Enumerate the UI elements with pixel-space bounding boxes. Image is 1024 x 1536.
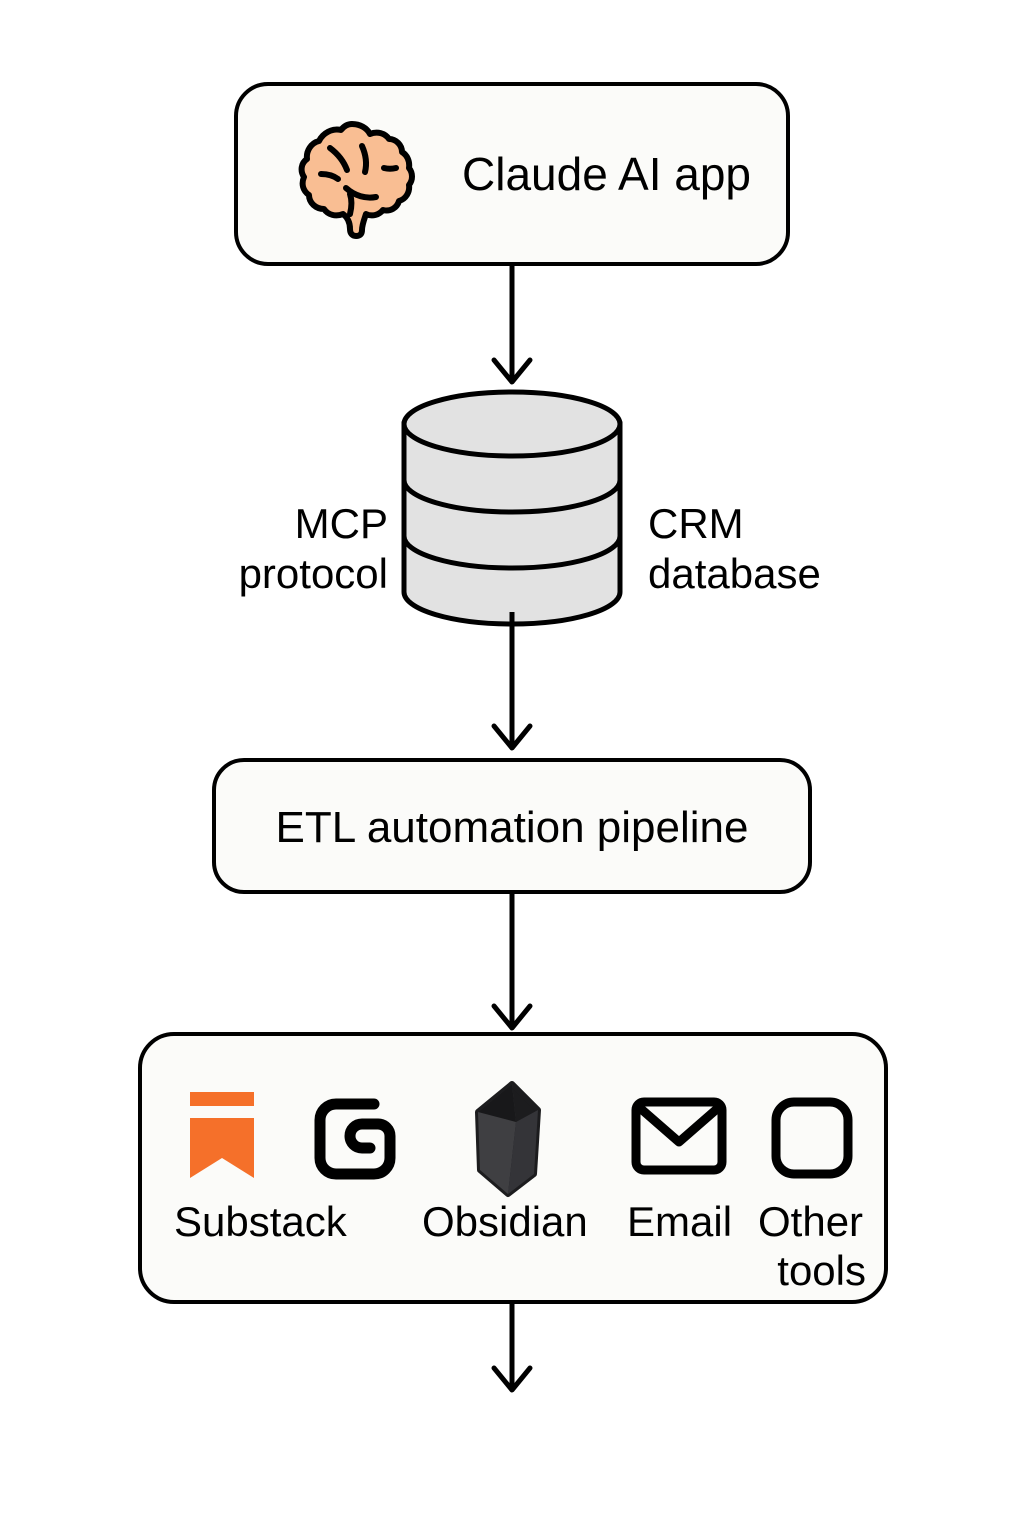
- email-envelope-icon[interactable]: [631, 1097, 727, 1175]
- tool-label-email: Email: [627, 1198, 732, 1245]
- claude-node-label: Claude AI app: [462, 148, 751, 200]
- arrow-claude-to-database: [491, 264, 533, 385]
- arrow-etl-to-tools: [491, 892, 533, 1031]
- etl-node-label: ETL automation pipeline: [276, 803, 749, 852]
- arrow-database-to-etl: [491, 612, 533, 751]
- node-crm-database[interactable]: MCP protocol CRM database: [239, 389, 821, 627]
- tool-label-other-line1: Other: [758, 1198, 863, 1245]
- tool-label-obsidian: Obsidian: [422, 1198, 588, 1245]
- brain-icon: [298, 121, 415, 239]
- tool-label-substack: Substack: [174, 1198, 348, 1245]
- database-left-label-line1: MCP: [295, 500, 388, 547]
- database-left-label-line2: protocol: [239, 550, 388, 597]
- substack-icon[interactable]: [190, 1092, 254, 1178]
- node-tools[interactable]: Substack Obsidian Email Other tools: [138, 1032, 888, 1304]
- tool-label-other-line2: tools: [777, 1247, 866, 1294]
- database-right-label-line1: CRM: [648, 500, 744, 547]
- node-etl-pipeline[interactable]: ETL automation pipeline: [212, 758, 812, 894]
- obsidian-icon[interactable]: [475, 1081, 541, 1197]
- other-tools-square-icon[interactable]: [771, 1097, 853, 1179]
- ghost-icon[interactable]: [314, 1098, 396, 1180]
- database-right-label-line2: database: [648, 550, 821, 597]
- node-claude-ai-app[interactable]: Claude AI app: [234, 82, 790, 266]
- database-cylinder-icon[interactable]: [401, 389, 623, 627]
- arrow-tools-to-output: [491, 1302, 533, 1393]
